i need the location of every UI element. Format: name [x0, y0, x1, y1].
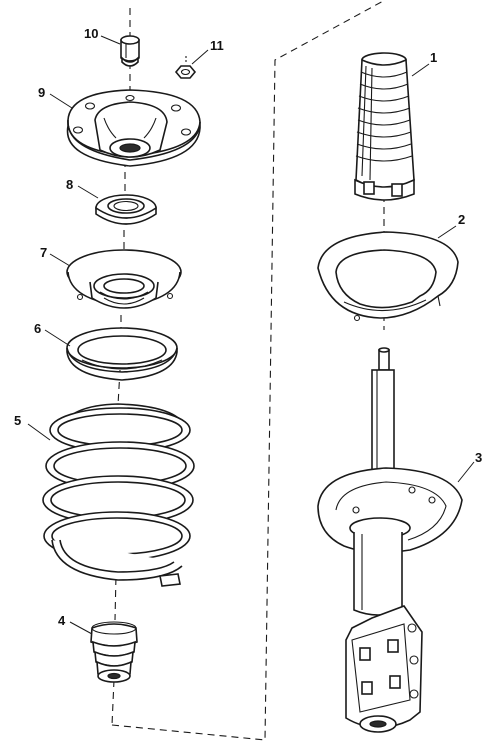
- part-4-bump-stop: [90, 621, 138, 683]
- callout-4: 4: [58, 613, 66, 628]
- part-3-strut-assembly: [317, 347, 463, 733]
- part-9-strut-mount: [66, 89, 201, 167]
- callout-5: 5: [14, 413, 21, 428]
- callout-10: 10: [84, 26, 98, 41]
- callout-9: 9: [38, 85, 45, 100]
- part-10-nut: [120, 35, 140, 67]
- part-6-spring-insulator: [66, 327, 178, 381]
- part-8-bearing: [95, 194, 157, 225]
- callout-7: 7: [40, 245, 47, 260]
- callout-1: 1: [430, 50, 437, 65]
- callout-11: 11: [210, 38, 224, 53]
- part-11-nut: [174, 56, 197, 79]
- callout-2: 2: [458, 212, 465, 227]
- callout-8: 8: [66, 177, 73, 192]
- callout-3: 3: [475, 450, 482, 465]
- part-1-dust-boot: [354, 52, 415, 201]
- callout-leaders: [27, 35, 475, 635]
- part-5-coil-spring: [42, 403, 195, 587]
- part-2-lower-insulator: [317, 231, 459, 322]
- callout-6: 6: [34, 321, 41, 336]
- part-7-upper-spring-seat: [66, 249, 182, 309]
